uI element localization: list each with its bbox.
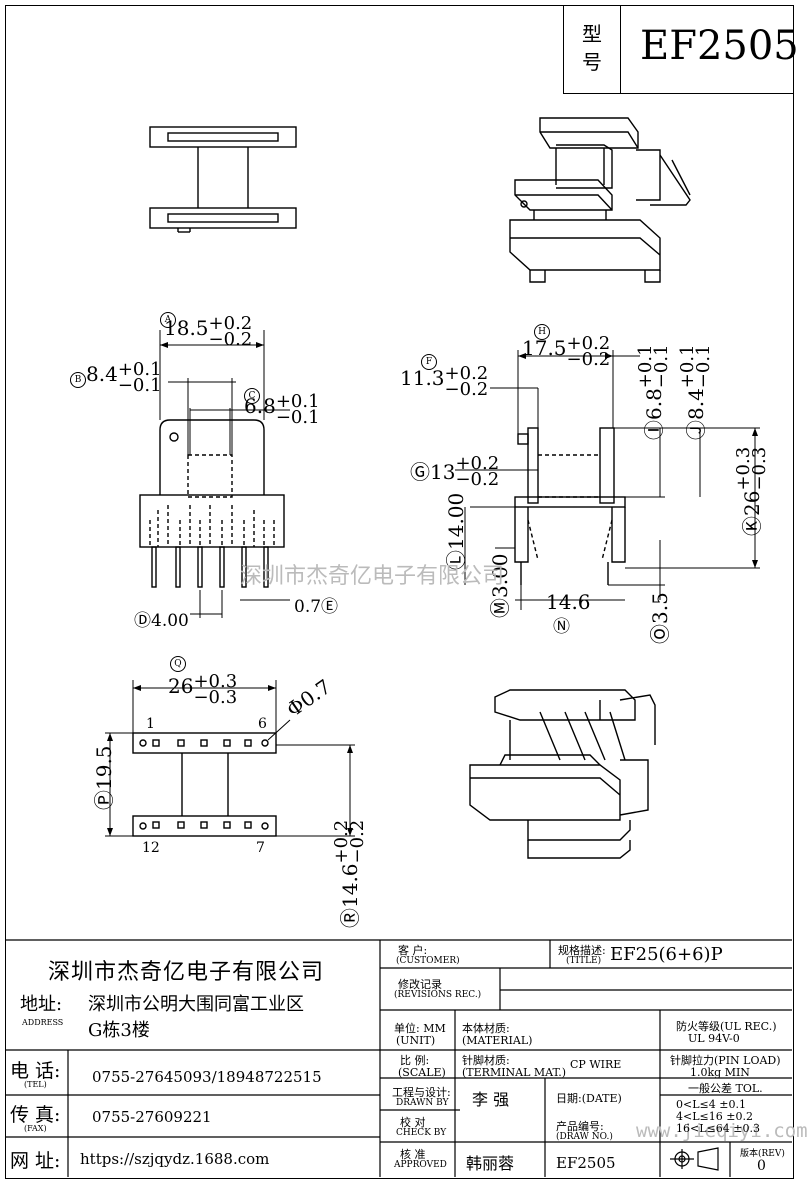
drawing-border bbox=[5, 5, 794, 1179]
approved-value: 韩丽蓉 bbox=[466, 1154, 515, 1173]
tolerance-3: 16<L≤64 ±0.3 bbox=[676, 1122, 760, 1135]
customer-en: (CUSTOMER) bbox=[396, 956, 460, 966]
tel-label: 电 话: bbox=[10, 1060, 61, 1082]
pin-label-7: 7 bbox=[256, 840, 265, 856]
model-label-line2: 号 bbox=[582, 50, 602, 74]
terminal-en: (TERMINAL MAT.) bbox=[462, 1066, 567, 1079]
unit-label: 单位: MM bbox=[394, 1022, 446, 1035]
fax-en: (FAX) bbox=[24, 1124, 47, 1133]
customer-label: 客 户: bbox=[398, 944, 428, 957]
terminal-label: 针脚材质: bbox=[462, 1054, 510, 1067]
address-en: ADDRESS bbox=[22, 1018, 64, 1027]
dim-p: Ⓟ19.5 bbox=[92, 745, 116, 810]
unit-en: (UNIT) bbox=[396, 1034, 436, 1047]
model-label: 型 号 bbox=[577, 20, 607, 76]
pinload-value: 1.0kg MIN bbox=[690, 1066, 750, 1079]
dim-i: Ⓘ6.8+0.1−0.1 bbox=[635, 344, 672, 440]
address-line1: 深圳市公明大围同富工业区 bbox=[88, 994, 304, 1015]
tolerance-2: 4<L≤16 ±0.2 bbox=[676, 1110, 753, 1123]
tolerance-label: 一般公差 TOL. bbox=[688, 1082, 763, 1095]
title-value: EF25(6+6)P bbox=[610, 944, 723, 965]
marker-c: C bbox=[244, 388, 260, 404]
marker-q: Q bbox=[170, 656, 186, 672]
pin-label-12: 12 bbox=[142, 840, 160, 856]
check-label: 校 对 bbox=[400, 1116, 426, 1129]
revisions-en: (REVISIONS REC.) bbox=[394, 990, 482, 1000]
model-header-box bbox=[563, 5, 793, 94]
pin-label-6: 6 bbox=[258, 716, 267, 732]
approved-en: APPROVED bbox=[394, 1160, 447, 1170]
date-label: 日期:(DATE) bbox=[556, 1092, 622, 1105]
rev-no-label: 版本(REV) bbox=[740, 1149, 785, 1159]
dim-q: 26+0.3−0.3 bbox=[168, 671, 238, 708]
dim-g: Ⓖ13+0.2−0.2 bbox=[410, 453, 500, 490]
isometric-view-bottom bbox=[469, 689, 656, 859]
dim-b: 8.4+0.1−0.1 bbox=[86, 359, 162, 396]
side-view bbox=[149, 126, 297, 233]
side-dim-lines bbox=[455, 350, 760, 610]
material-label: 本体材质: bbox=[462, 1022, 510, 1035]
dim-d: Ⓓ4.00 bbox=[134, 611, 189, 631]
dim-n: 14.6 bbox=[546, 590, 591, 614]
scale-label: 比 例: bbox=[400, 1054, 430, 1067]
isometric-view-top bbox=[509, 117, 691, 283]
part-en: (DRAW NO.) bbox=[556, 1132, 613, 1142]
tel-value: 0755-27645093/18948722515 bbox=[92, 1068, 322, 1086]
front-dim-lines bbox=[159, 330, 290, 618]
drawn-value: 李 强 bbox=[472, 1090, 510, 1109]
bottom-view bbox=[132, 732, 277, 837]
terminal-value: CP WIRE bbox=[570, 1058, 622, 1071]
company-name: 深圳市杰奇亿电子有限公司 bbox=[48, 960, 325, 985]
watermark-url: www.jieqiyi.com bbox=[636, 1120, 808, 1142]
pin-label-1: 1 bbox=[146, 716, 155, 732]
bottom-dim-lines bbox=[105, 680, 355, 837]
model-header-divider bbox=[620, 5, 621, 93]
dim-o: Ⓞ3.5 bbox=[648, 592, 672, 644]
title-en: (TITLE) bbox=[566, 956, 602, 966]
part-label: 产品编号: bbox=[556, 1120, 604, 1133]
pinload-label: 针脚拉力(PIN LOAD) bbox=[670, 1054, 781, 1067]
front-view bbox=[139, 419, 285, 588]
title-label: 规格描述: bbox=[558, 944, 606, 957]
side-view-right bbox=[514, 427, 626, 585]
marker-f: F bbox=[421, 354, 437, 370]
fax-value: 0755-27609221 bbox=[92, 1108, 212, 1126]
projection-symbol bbox=[670, 1147, 719, 1171]
rev-no-value: 0 bbox=[757, 1158, 766, 1174]
tel-en: (TEL) bbox=[24, 1080, 47, 1089]
drawn-en: DRAWN BY bbox=[396, 1098, 449, 1108]
address-line2: G栋3楼 bbox=[88, 1020, 150, 1041]
dim-s: Ⓡ14.6+0.2−0.2 bbox=[331, 819, 368, 928]
marker-a: H bbox=[534, 324, 550, 340]
web-label: 网 址: bbox=[10, 1150, 61, 1172]
fire-label: 防火等级(UL REC.) bbox=[676, 1020, 777, 1033]
marker-b: B bbox=[70, 372, 86, 388]
web-link[interactable]: https://szjqydz.1688.com bbox=[80, 1150, 270, 1168]
revisions-label: 修改记录 bbox=[398, 978, 442, 991]
model-label-line1: 型 bbox=[582, 22, 602, 46]
address-label: 地址: bbox=[20, 994, 63, 1015]
marker-n: Ⓝ bbox=[553, 617, 570, 637]
tolerance-1: 0<L≤4 ±0.1 bbox=[676, 1098, 746, 1111]
dim-c: 6.8+0.1−0.1 bbox=[244, 391, 320, 428]
dim-e: 0.7Ⓔ bbox=[294, 597, 339, 617]
dim-j: Ⓙ8.4+0.1−0.1 bbox=[677, 344, 714, 440]
check-en: CHECK BY bbox=[396, 1128, 447, 1138]
dim-f: 11.3+0.2−0.2 bbox=[400, 363, 489, 400]
fire-value: UL 94V-0 bbox=[688, 1032, 740, 1045]
model-number: EF2505 bbox=[640, 23, 799, 69]
approved-label: 核 准 bbox=[400, 1148, 426, 1161]
watermark-company: 深圳市杰奇亿电子有限公司 bbox=[240, 564, 505, 589]
scale-en: (SCALE) bbox=[398, 1066, 446, 1079]
dim-h: 17.5+0.2−0.2 bbox=[522, 333, 611, 370]
dim-a: 18.5+0.2−0.2 bbox=[164, 313, 253, 350]
fax-label: 传 真: bbox=[10, 1104, 61, 1126]
material-en: (MATERIAL) bbox=[462, 1034, 533, 1047]
drawn-label: 工程与设计: bbox=[392, 1086, 451, 1099]
marker-top: A bbox=[160, 312, 176, 328]
title-block-lines bbox=[5, 939, 792, 1177]
part-value: EF2505 bbox=[556, 1154, 616, 1172]
dim-k: Ⓚ26+0.3−0.3 bbox=[733, 446, 770, 536]
